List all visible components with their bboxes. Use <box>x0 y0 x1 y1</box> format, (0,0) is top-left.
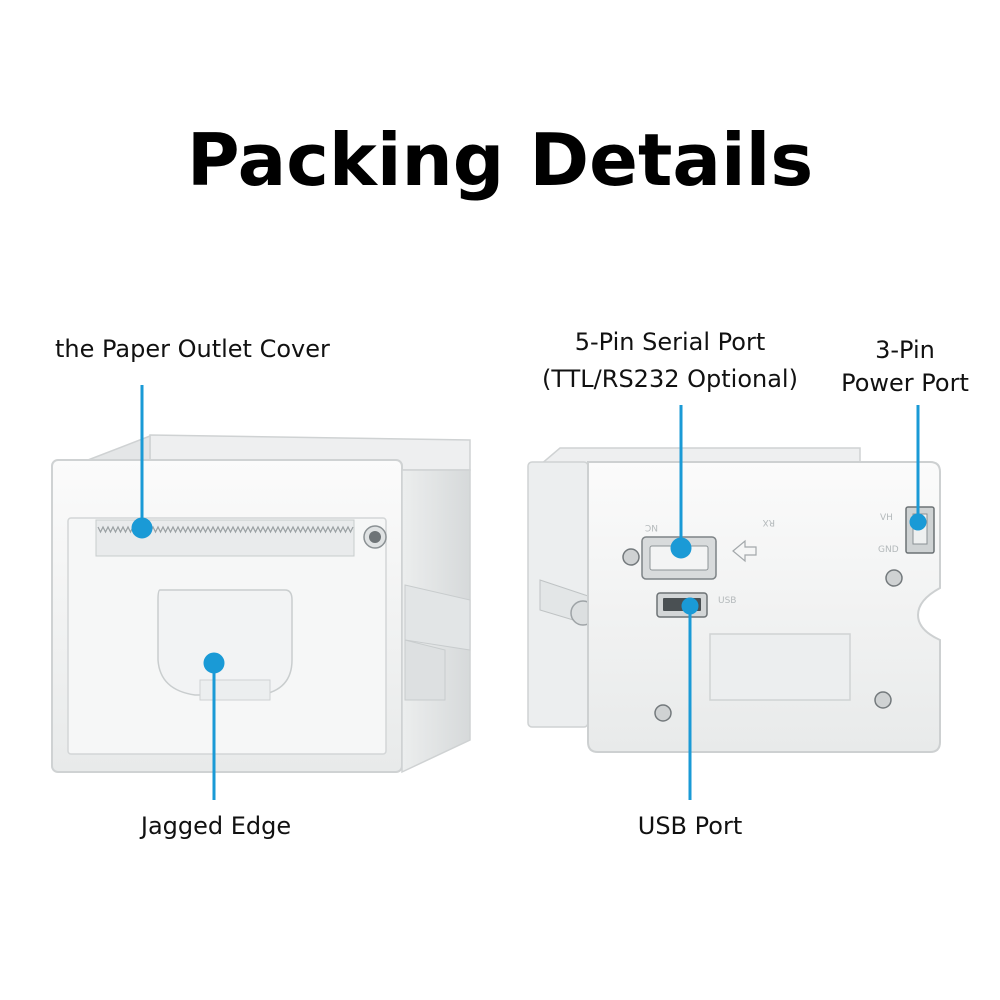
pin-legend-left: NC <box>645 522 658 532</box>
label-power-port-line1: 3-Pin <box>875 336 935 364</box>
callout-dot-serial <box>670 537 692 559</box>
label-jagged-edge: Jagged Edge <box>140 812 292 840</box>
label-paper-outlet-cover: the Paper Outlet Cover <box>55 335 330 363</box>
callout-dot-usb <box>681 597 699 615</box>
label-usb-port: USB Port <box>637 812 743 840</box>
power-vh-label: VH <box>880 513 893 523</box>
page-title: Packing Details <box>186 118 814 202</box>
callouts <box>131 385 927 800</box>
printer-front-view <box>51 434 471 774</box>
pin-legend-right: RX <box>763 517 775 527</box>
power-gnd-label: GND <box>878 545 899 555</box>
pin-legend: NC RX USB VH GND <box>645 513 899 606</box>
callout-dot-power <box>909 513 927 531</box>
callout-dot-paper-outlet <box>131 517 153 539</box>
callout-dot-jagged-edge <box>203 652 225 674</box>
printer-rear-view: NC RX USB VH GND <box>527 447 941 753</box>
label-serial-port-line1: 5-Pin Serial Port <box>574 328 766 356</box>
label-serial-port-line2: (TTL/RS232 Optional) <box>542 365 798 393</box>
label-power-port-line2: Power Port <box>841 369 969 397</box>
usb-small-label: USB <box>718 596 736 606</box>
